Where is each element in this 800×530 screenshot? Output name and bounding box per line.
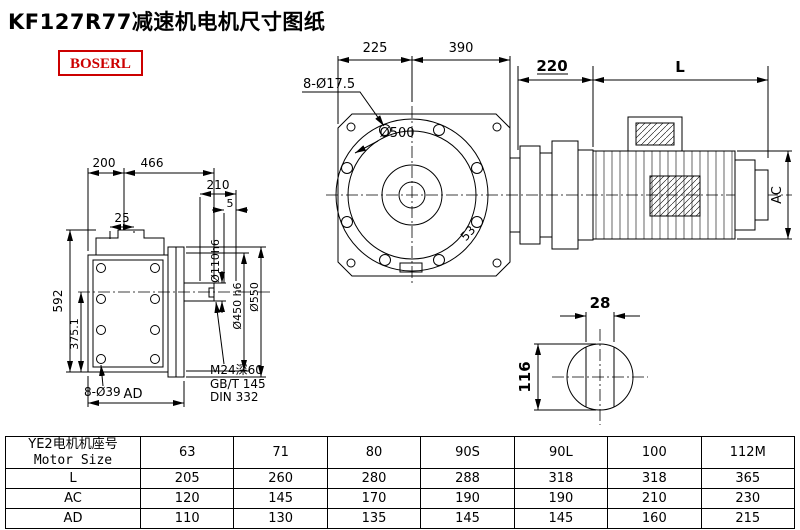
fan-cover (734, 159, 756, 231)
dim-shaft-dia: Ø110h6 (209, 239, 222, 283)
dim-AC: AC (770, 186, 785, 204)
size-col-90l: 90L (513, 435, 609, 470)
holes8-leader (99, 364, 106, 387)
header-cn: YE2电机机座号 (28, 437, 118, 452)
dim-116: 116 (516, 361, 534, 392)
header-motor-size-cell: YE2电机机座号 Motor Size (5, 435, 141, 470)
table-row-AD: AD 110 130 135 145 145 160 215 (5, 508, 796, 530)
value-cell: 190 (513, 488, 609, 510)
dim-top-widths: 225 390 8-Ø17.5 (302, 41, 511, 154)
shaft-tap-hole (208, 287, 214, 298)
flange-bolt-holes (341, 124, 483, 266)
size-col-90s: 90S (420, 435, 515, 470)
shaft-notes: M24深60 GB/T 145 DIN 332 (210, 301, 266, 404)
dim-L: L (675, 58, 685, 76)
value-cell: 190 (420, 488, 515, 510)
value-cell: 365 (700, 468, 796, 490)
value-cell: 288 (420, 468, 515, 490)
size-col-100: 100 (607, 435, 702, 470)
dim-28: 28 (590, 294, 611, 312)
table-row-L: L 205 260 280 288 318 318 365 (5, 468, 796, 490)
row-label-AC: AC (5, 488, 141, 510)
holes-leader (302, 91, 385, 127)
note-din332: DIN 332 (210, 390, 258, 404)
dim-210: 210 (207, 178, 230, 192)
dim-AC: AC (737, 150, 792, 240)
size-col-71: 71 (233, 435, 328, 470)
size-col-63: 63 (139, 435, 235, 470)
value-cell: 145 (513, 508, 609, 530)
value-cell: 160 (607, 508, 702, 530)
page-title: KF127R77减速机电机尺寸图纸 (8, 10, 326, 34)
value-cell: 145 (233, 488, 328, 510)
oil-plug (399, 262, 423, 273)
row-label-L: L (5, 468, 141, 490)
dim-375: 375.1 (68, 318, 81, 350)
value-cell: 215 (700, 508, 796, 530)
value-cell: 135 (326, 508, 422, 530)
note-m24: M24深60 (210, 363, 263, 377)
fan-cover-end (754, 169, 769, 221)
dim-5: 5 (227, 197, 234, 210)
dim-side-left: 592 375.1 (51, 229, 96, 373)
value-cell: 145 (420, 508, 515, 530)
dim-side-bottom: 8-Ø39 AD (84, 364, 185, 407)
terminal-box-inner (635, 122, 675, 146)
value-cell: 318 (513, 468, 609, 490)
motor-size-table: YE2电机机座号 Motor Size 63 71 80 90S 90L 100… (5, 435, 796, 530)
header-en: Motor Size (33, 452, 113, 468)
dim-side-top: 200 466 210 5 25 (87, 156, 248, 283)
dim-bolt-holes: 8-Ø17.5 (303, 77, 355, 92)
value-cell: 280 (326, 468, 422, 490)
dim-flange-diameter: Ø500 (379, 126, 414, 141)
shaft-end-view: 28 116 (516, 294, 648, 425)
housing-corner-bolts (346, 122, 502, 268)
input-cap-outline (95, 229, 165, 255)
table-header-row: YE2电机机座号 Motor Size 63 71 80 90S 90L 100… (5, 435, 796, 470)
value-cell: 170 (326, 488, 422, 510)
dim-8-holes: 8-Ø39 (84, 385, 121, 399)
dim-spigot-dia: Ø450 h6 (231, 282, 244, 329)
stator-core (649, 175, 701, 217)
motor-assembly (509, 116, 769, 250)
gearbox-housing-outline (337, 113, 511, 277)
dim-25: 25 (114, 211, 129, 225)
table-row-AC: AC 120 145 170 190 190 210 230 (5, 488, 796, 510)
brand-text: BOSERL (70, 56, 131, 72)
dim-53: 53 (458, 223, 479, 244)
value-cell: 318 (607, 468, 702, 490)
dim-225: 225 (363, 41, 388, 56)
value-cell: 120 (139, 488, 235, 510)
dim-220-L: 220 L (517, 57, 769, 158)
dim-592: 592 (51, 290, 65, 313)
dim-466: 466 (141, 156, 164, 170)
dim-flange-dia-550: Ø550 (248, 282, 261, 312)
value-cell: 110 (139, 508, 235, 530)
size-col-112m: 112M (700, 435, 796, 470)
mounting-bolt-holes (96, 263, 160, 364)
value-cell: 230 (700, 488, 796, 510)
dim-AD: AD (124, 387, 143, 402)
technical-drawing: Ø500 53 225 (51, 41, 792, 425)
brand-logo: BOSERL (58, 50, 143, 76)
value-cell: 205 (139, 468, 235, 490)
value-cell: 210 (607, 488, 702, 510)
note-gbt145: GB/T 145 (210, 377, 266, 391)
dim-220: 220 (536, 57, 567, 75)
value-cell: 130 (233, 508, 328, 530)
size-col-80: 80 (326, 435, 422, 470)
dim-side-diameters: Ø110h6 Ø450 h6 Ø550 (186, 239, 266, 378)
value-cell: 260 (233, 468, 328, 490)
row-label-AD: AD (5, 508, 141, 530)
dim-200: 200 (93, 156, 116, 170)
dia500-leader (354, 140, 379, 154)
side-view (78, 229, 272, 378)
notes-leader (214, 301, 225, 365)
mounting-face (92, 259, 164, 368)
dim-390: 390 (449, 41, 474, 56)
